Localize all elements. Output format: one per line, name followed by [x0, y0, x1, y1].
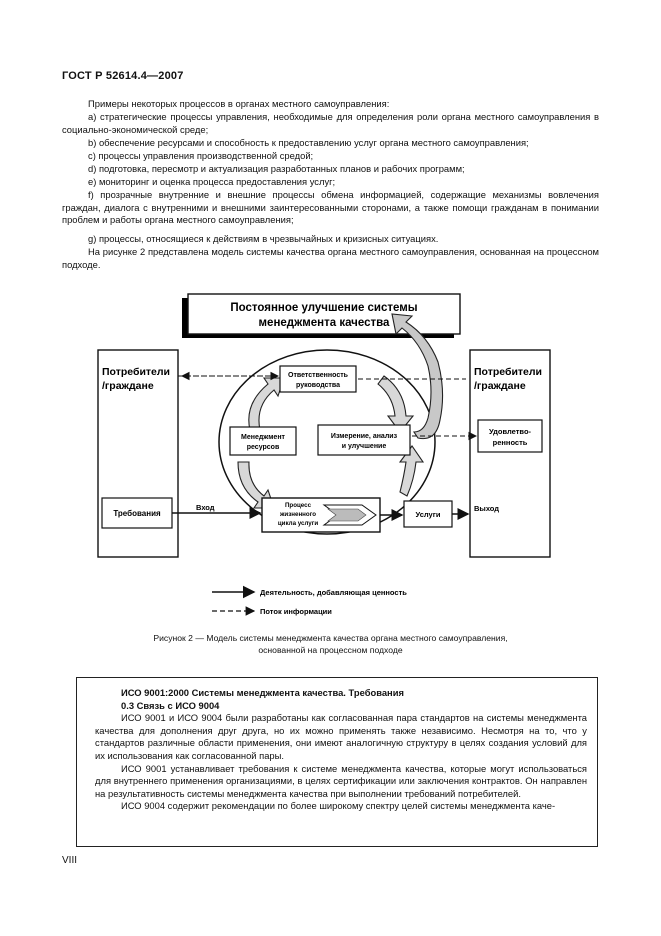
caption-line2: основанной на процессном подходе [258, 645, 403, 655]
intro-item-e: e) мониторинг и оценка процесса предоста… [88, 176, 336, 187]
quote-paragraph-2: ИСО 9001 устанавливает требования к сист… [95, 762, 587, 799]
legend-info-label: Поток информации [260, 607, 332, 616]
measurement-line1: Измерение, анализ [331, 433, 398, 440]
right-panel-title-line1: Потребители [474, 366, 542, 378]
iso-quote-box: ИСО 9001:2000 Системы менеджмента качест… [76, 677, 598, 847]
process-cycle-circle [218, 349, 436, 535]
lifecycle-line3: цикла услуги [278, 520, 318, 527]
document-header: ГОСТ Р 52614.4—2007 [62, 70, 184, 82]
left-panel-title-line1: Потребители [102, 366, 170, 378]
resources-line1: Менеджмент [241, 434, 286, 441]
left-panel-title-line2: /граждане [102, 380, 154, 392]
satisfaction-line1: Удовлетво- [489, 427, 532, 436]
measurement-box: Измерение, анализ и улучшение [317, 424, 411, 456]
services-label: Услуги [416, 510, 441, 519]
left-customers-panel: Потребители /граждане Требования [97, 349, 179, 558]
quote-paragraph-1: ИСО 9001 и ИСО 9004 были разработаны как… [95, 712, 587, 761]
right-panel-title-line2: /граждане [474, 380, 526, 392]
right-customers-panel: Потребители /граждане Удовлетво- ренност… [469, 349, 551, 558]
intro-lead: Примеры некоторых процессов в органах ме… [88, 98, 390, 109]
figure-caption: Рисунок 2 — Модель системы менеджмента к… [62, 632, 599, 656]
lifecycle-line1: Процесс [285, 502, 312, 509]
intro-item-b: b) обеспечение ресурсами и способность к… [88, 137, 529, 148]
requirements-label: Требования [113, 509, 161, 518]
diagram-legend: Деятельность, добавляющая ценность Поток… [212, 585, 407, 616]
intro-item-a: a) стратегические процессы управления, н… [62, 111, 599, 135]
process-model-diagram: Постоянное улучшение системы менеджмента… [97, 293, 551, 616]
resources-line2: ресурсов [247, 444, 280, 451]
responsibility-line2: руководства [296, 382, 340, 389]
cycle-arrows [237, 313, 444, 509]
satisfaction-line2: ренность [493, 438, 528, 447]
quote-title: ИСО 9001:2000 Системы менеджмента качест… [121, 687, 404, 698]
resources-box: Менеджмент ресурсов [229, 426, 297, 456]
lifecycle-line2: жизненного [279, 511, 316, 518]
measurement-line2: и улучшение [342, 443, 387, 450]
intro-item-g: g) процессы, относящиеся к действиям в ч… [88, 233, 439, 244]
responsibility-box: Ответственность руководства [279, 365, 357, 393]
legend-value-label: Деятельность, добавляющая ценность [260, 588, 407, 597]
quote-subtitle: 0.3 Связь с ИСО 9004 [121, 699, 220, 711]
page-number: VIII [62, 855, 78, 866]
banner-title-line2: менеджмента качества [259, 317, 391, 329]
intro-item-d: d) подготовка, пересмотр и актуализация … [88, 163, 465, 174]
intro-item-f: f) прозрачные внутренние и внешние проце… [62, 189, 599, 226]
connector-lines [172, 371, 478, 521]
intro-item-c: c) процессы управления производственной … [88, 150, 314, 161]
quote-paragraph-3: ИСО 9004 содержит рекомендации по более … [121, 800, 556, 812]
input-label: Вход [196, 503, 215, 512]
banner-title-line1: Постоянное улучшение системы [230, 302, 417, 314]
responsibility-line1: Ответственность [288, 372, 349, 379]
intro-after: На рисунке 2 представлена модель системы… [62, 246, 599, 270]
services-box: Услуги [403, 500, 453, 528]
output-label: Выход [474, 504, 499, 513]
figure-2: Постоянное улучшение системы менеджмента… [62, 292, 599, 632]
lifecycle-box: Процесс жизненного цикла услуги [261, 497, 381, 533]
caption-line1: Рисунок 2 — Модель системы менеджмента к… [153, 633, 508, 643]
